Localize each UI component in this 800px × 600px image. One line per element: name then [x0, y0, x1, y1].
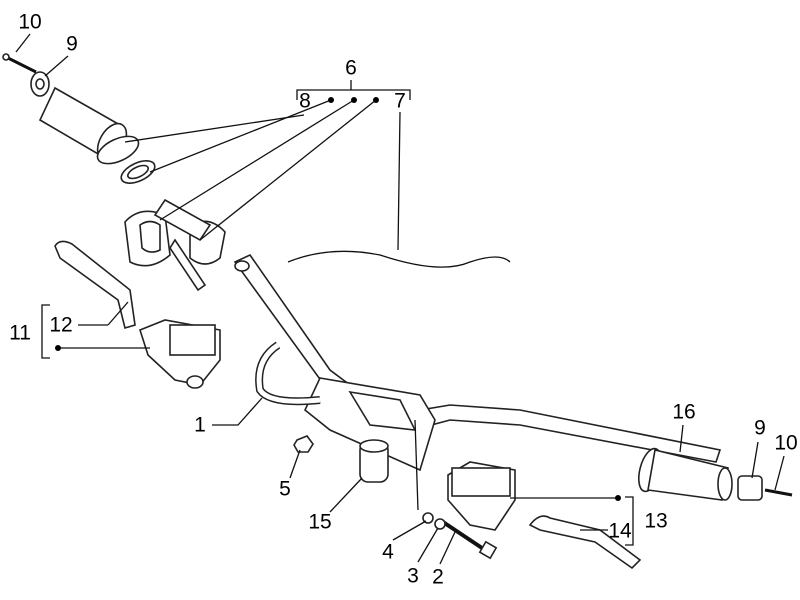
callout-16: 16 — [672, 400, 696, 424]
right-grip — [637, 447, 733, 501]
nut — [293, 435, 314, 453]
right-brake-lever — [528, 515, 642, 570]
leader-lines — [15, 33, 785, 565]
callout-6: 6 — [345, 56, 357, 80]
handlebar — [233, 253, 722, 463]
callout-1: 1 — [194, 413, 206, 437]
callout-5: 5 — [279, 477, 291, 501]
callout-11: 11 — [9, 321, 31, 345]
bar-end-weight-left — [30, 71, 50, 97]
callout-10-right: 10 — [774, 431, 798, 455]
callout-12: 12 — [49, 313, 73, 337]
callout-4: 4 — [382, 540, 394, 564]
bolt — [438, 518, 498, 560]
switch — [359, 439, 389, 483]
throttle-cable — [287, 250, 511, 268]
end-screw-right — [764, 488, 793, 497]
washer — [422, 512, 434, 524]
callout-7: 7 — [394, 89, 406, 113]
callout-2: 2 — [432, 565, 444, 589]
callout-9-right: 9 — [754, 416, 766, 440]
callout-14: 14 — [608, 519, 632, 543]
washer — [434, 518, 446, 530]
callout-10-left: 10 — [18, 10, 42, 34]
leader-dots — [55, 97, 621, 501]
grip-ring — [120, 160, 156, 184]
end-screw-left — [2, 53, 37, 74]
left-brake-lever — [54, 240, 136, 330]
callout-15: 15 — [308, 510, 332, 534]
handlebar-clamp — [304, 377, 436, 472]
callout-9-left: 9 — [66, 32, 78, 56]
left-grip — [38, 86, 140, 165]
callout-3: 3 — [407, 564, 419, 588]
callout-13: 13 — [644, 509, 668, 533]
left-master-cylinder — [139, 319, 221, 389]
callout-8: 8 — [299, 89, 311, 113]
bar-end-weight-right — [737, 475, 763, 501]
right-master-cylinder — [447, 461, 516, 531]
